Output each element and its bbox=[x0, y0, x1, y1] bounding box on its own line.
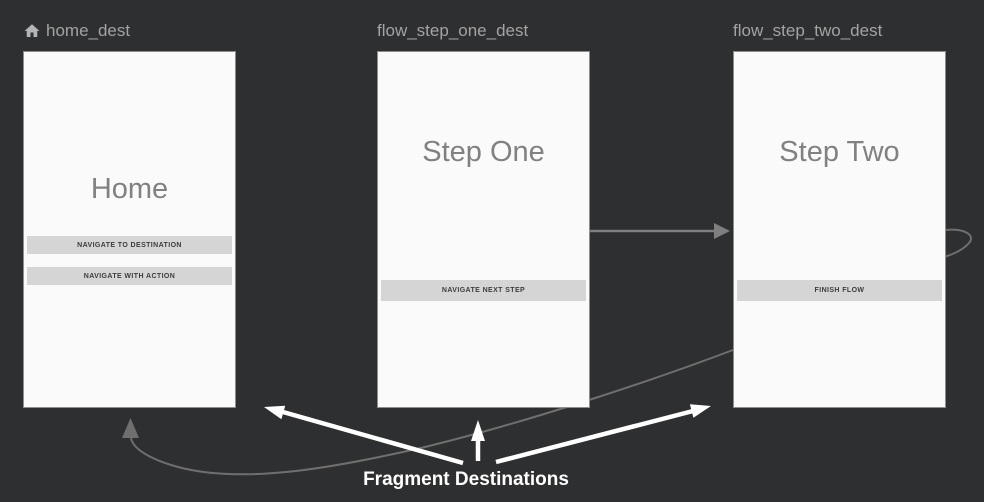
action-arrow-finish-to-home[interactable] bbox=[122, 228, 972, 476]
fragment-title: Step One bbox=[422, 136, 545, 168]
fragment-title: Step Two bbox=[779, 136, 900, 168]
preview-button-finish-flow: FINISH FLOW bbox=[737, 280, 942, 301]
annotation-arrow-to-home bbox=[264, 405, 464, 466]
destination-header-home[interactable]: home_dest bbox=[23, 19, 130, 43]
annotation-arrow-to-step-one bbox=[471, 420, 485, 461]
destination-header-step-two[interactable]: flow_step_two_dest bbox=[733, 19, 882, 43]
fragment-title: Home bbox=[90, 173, 169, 205]
destination-label: home_dest bbox=[46, 21, 131, 40]
destination-label: flow_step_two_dest bbox=[733, 21, 883, 40]
destination-header-step-one[interactable]: flow_step_one_dest bbox=[377, 19, 528, 43]
home-icon bbox=[23, 22, 41, 40]
destination-label: flow_step_one_dest bbox=[377, 21, 529, 40]
annotation-label: Fragment Destinations bbox=[363, 469, 569, 490]
annotation-arrow-to-step-two bbox=[495, 404, 711, 465]
destination-card-step-one[interactable]: Step One NAVIGATE NEXT STEP bbox=[377, 51, 590, 408]
preview-button-navigate-next-step: NAVIGATE NEXT STEP bbox=[381, 280, 586, 301]
preview-button-navigate-with-action: NAVIGATE WITH ACTION bbox=[27, 267, 232, 285]
destination-card-home[interactable]: Home NAVIGATE TO DESTINATION NAVIGATE WI… bbox=[23, 51, 236, 408]
preview-button-navigate-to-destination: NAVIGATE TO DESTINATION bbox=[27, 236, 232, 254]
destination-card-step-two[interactable]: Step Two FINISH FLOW bbox=[733, 51, 946, 408]
action-arrow-step-one-to-step-two[interactable] bbox=[590, 223, 730, 239]
